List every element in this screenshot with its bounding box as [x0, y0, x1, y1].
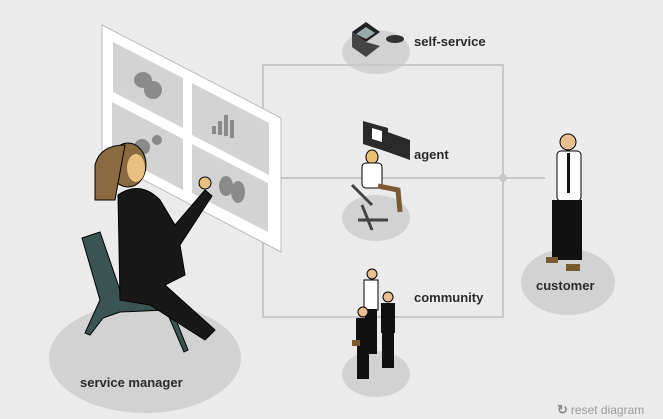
customer-figure	[546, 133, 582, 271]
node-community[interactable]: community	[414, 290, 484, 305]
customer-platform	[521, 249, 615, 315]
node-customer[interactable]: customer	[536, 278, 595, 293]
laptop-icon	[352, 22, 404, 57]
node-self-service[interactable]: self-service	[414, 34, 486, 49]
chat-bubbles-icon	[134, 72, 162, 99]
agent-figure	[350, 121, 410, 231]
bar-chart-icon	[212, 115, 234, 138]
refresh-icon: ↻	[557, 402, 568, 417]
node-service-manager[interactable]: service manager	[80, 375, 183, 390]
service-manager-figure	[81, 142, 216, 353]
connector-junction	[499, 174, 507, 182]
community-figures	[352, 268, 395, 379]
reset-diagram-button[interactable]: ↻ reset diagram	[557, 402, 644, 418]
community-platform	[342, 351, 410, 397]
connector-lines	[262, 64, 545, 318]
dashboard-panel[interactable]	[101, 24, 282, 253]
people-group-icon	[219, 176, 245, 203]
agent-platform	[342, 195, 410, 241]
reset-diagram-label: reset diagram	[570, 403, 645, 417]
node-agent[interactable]: agent	[414, 147, 449, 162]
service-manager-platform	[49, 303, 241, 413]
